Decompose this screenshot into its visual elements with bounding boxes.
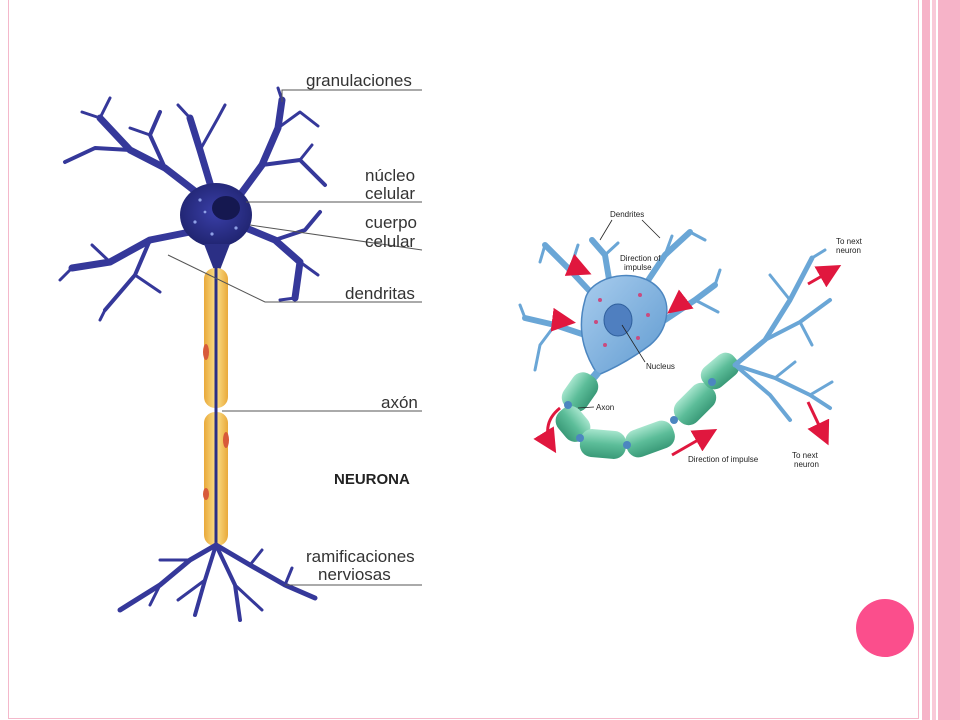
label-nucleus: Nucleus [646,362,675,371]
decorative-stripe [938,0,960,720]
label-next-bottom-line2: neuron [794,460,819,469]
neuron-illustration: Dendrites Direction of impulse Nucleus A… [518,210,863,469]
label-axon: axón [381,393,418,412]
label-next-top-line2: neuron [836,246,861,255]
neuron-leader-lines [577,219,661,409]
label-next-bottom-line1: To next [792,451,819,460]
label-direction-line2: impulse [624,263,652,272]
neuron-terminals [732,248,834,422]
neuron-nucleus [603,303,633,337]
label-ramificaciones-line2: nerviosas [318,565,391,584]
impulse-arrows [533,253,842,457]
neurona-dendrites [58,86,327,322]
decorative-stripe [932,0,936,720]
label-nucleo-line1: núcleo [365,166,415,185]
label-nucleo-line2: celular [365,184,415,203]
label-direction-bottom: Direction of impulse [688,455,759,464]
terminal-branches [117,542,318,622]
nucleus-shape [212,196,240,220]
label-ramificaciones-line1: ramificaciones [306,547,415,566]
slide-frame [8,0,919,719]
label-axon-en: Axon [596,403,614,412]
decorative-stripe [922,0,930,720]
label-next-top-line1: To next [836,237,863,246]
label-direction-line1: Direction of [620,254,661,263]
decorative-dot [856,599,914,657]
leader-lines [167,89,423,586]
title-neurona: NEURONA [334,471,410,488]
label-cuerpo-line1: cuerpo [365,213,417,232]
label-dendritas: dendritas [345,284,415,303]
label-granulaciones: granulaciones [306,71,412,90]
neurona-illustration: granulaciones núcleo celular cuerpo celu… [58,71,423,622]
neuron-axon [555,352,740,459]
label-cuerpo-line2: celular [365,232,415,251]
label-dendrites: Dendrites [610,210,644,219]
